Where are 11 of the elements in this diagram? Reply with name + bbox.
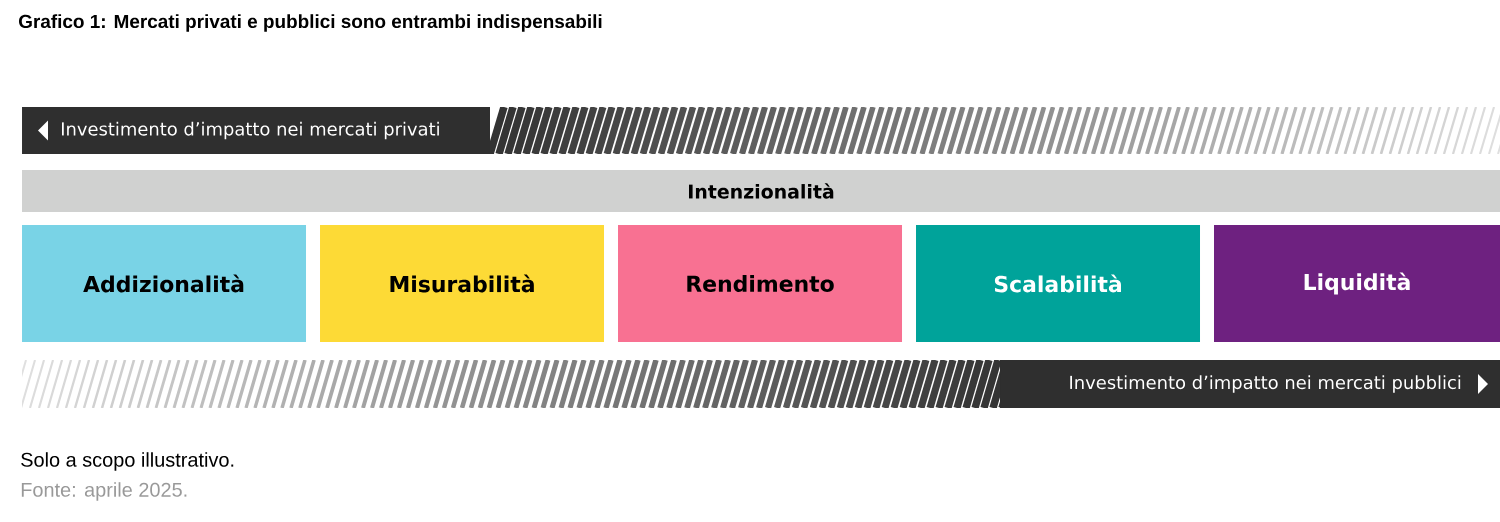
source-text: Fonte: aprile 2025. [21,482,187,501]
note-text: Solo a scopo illustrativo. [21,452,234,471]
hatched-banner: Investimento d’impatto nei mercati pubblici [22,360,1500,408]
hatched-banner: Investimento d’impatto nei mercati privati [22,107,1500,154]
category-box: Liquidità [1214,225,1500,342]
category-box: Misurabilità [320,225,604,342]
title: Grafico 1: Mercati privati e pubblici sono entrambi indispensabili [19,14,602,32]
header-band: Intenzionalità [22,170,1500,212]
category-box: Addizionalità [22,225,306,342]
category-box: Rendimento [618,225,902,342]
category-box: Scalabilità [916,225,1200,342]
